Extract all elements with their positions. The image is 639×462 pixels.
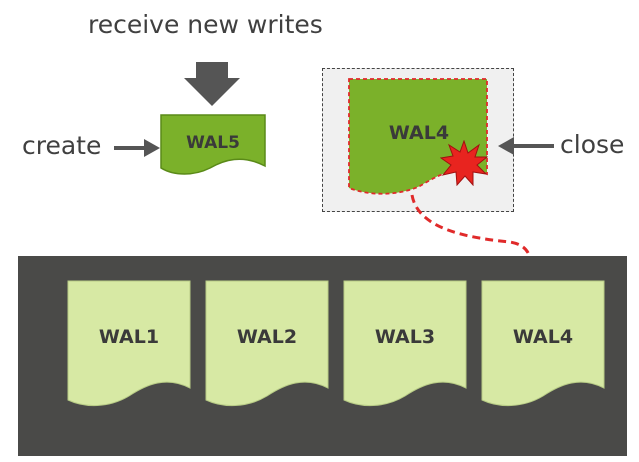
close-arrow-icon	[498, 137, 554, 155]
archived-wal-label: WAL1	[98, 326, 160, 348]
archived-wal-1: WAL1	[67, 280, 191, 410]
down-arrow-icon	[184, 62, 240, 106]
archived-wal-label: WAL4	[512, 326, 574, 348]
receive-writes-label: receive new writes	[88, 10, 323, 39]
archived-wal-label: WAL2	[236, 326, 298, 348]
active-wal-label: WAL5	[186, 133, 240, 153]
closing-wal-label: WAL4	[388, 122, 450, 144]
archived-wal-2: WAL2	[205, 280, 329, 410]
burst-icon	[440, 140, 488, 186]
create-arrow-icon	[114, 139, 160, 157]
archived-wal-4: WAL4	[481, 280, 605, 410]
archived-wal-label: WAL3	[374, 326, 436, 348]
archived-wal-3: WAL3	[343, 280, 467, 410]
active-wal-document: WAL5	[160, 114, 266, 176]
close-label: close	[560, 130, 625, 159]
create-label: create	[22, 131, 102, 160]
